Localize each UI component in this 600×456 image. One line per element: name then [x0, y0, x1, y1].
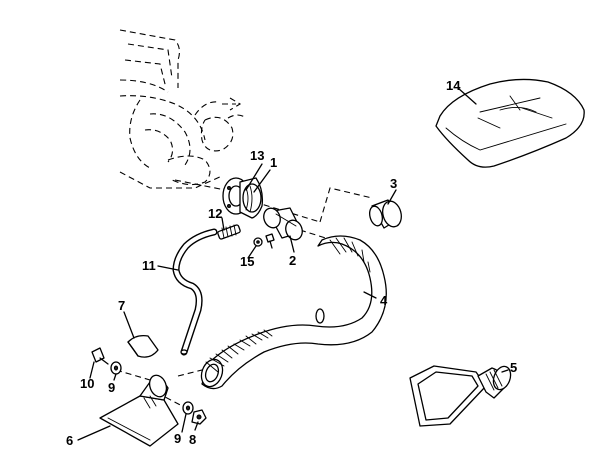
callout-2: 2 — [289, 253, 296, 268]
screw-part-12 — [217, 224, 241, 240]
callout-9-lower: 9 — [174, 431, 181, 446]
callout-10: 10 — [80, 376, 94, 391]
callout-5: 5 — [510, 360, 517, 375]
callout-14: 14 — [446, 78, 461, 93]
sleeve-part — [263, 207, 303, 241]
callout-13: 13 — [250, 148, 264, 163]
callout-3: 3 — [390, 176, 397, 191]
callout-6: 6 — [66, 433, 73, 448]
screw-washer-part-15 — [253, 233, 275, 249]
callout-9-left: 9 — [108, 380, 115, 395]
washer-part-9b — [182, 401, 194, 415]
bolt-part-10 — [91, 347, 109, 365]
nut-part-8 — [191, 409, 207, 425]
callout-1: 1 — [270, 155, 277, 170]
clamp-part-7 — [127, 334, 159, 358]
callout-4: 4 — [380, 293, 388, 308]
hose-part-4 — [200, 235, 387, 390]
callout-8: 8 — [189, 432, 196, 447]
callout-11: 11 — [142, 258, 156, 273]
callout-12: 12 — [208, 206, 222, 221]
wide-nozzle-part-5 — [409, 365, 512, 427]
machine-outline — [119, 29, 247, 193]
nozzle-part-6 — [99, 374, 179, 447]
tube-part-11 — [172, 228, 218, 356]
cap-part — [369, 199, 402, 229]
adapter-flange-part — [222, 177, 264, 219]
callout-7: 7 — [118, 298, 125, 313]
washer-part-9a — [110, 361, 122, 375]
leader-lines — [77, 87, 509, 441]
callout-15: 15 — [240, 254, 254, 269]
